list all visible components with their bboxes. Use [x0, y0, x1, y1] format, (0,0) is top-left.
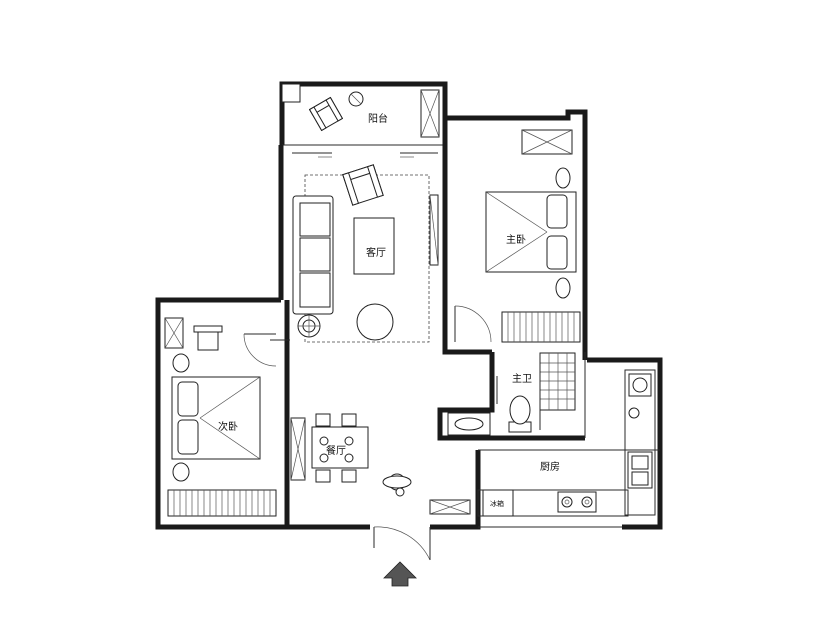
dining-furniture: 餐厅: [270, 339, 412, 497]
nightstand-icon: [172, 462, 190, 482]
kitchen-fixtures: 冰箱 厨房: [477, 369, 656, 517]
balcony-label: 阳台: [368, 112, 388, 125]
column-icon: [281, 83, 301, 103]
nightstand-icon: [172, 353, 190, 373]
chair-icon: [341, 413, 357, 427]
ottoman-icon: [356, 303, 394, 341]
fridge-label: 冰箱: [490, 499, 504, 508]
master-bedroom-furniture: 主卧: [454, 129, 581, 343]
living-room-label: 客厅: [366, 246, 386, 259]
nightstand-icon: [555, 167, 571, 189]
master-bath-label: 主卫: [512, 373, 532, 385]
washer-icon: [628, 373, 652, 397]
entry: [373, 499, 471, 587]
person-icon: [382, 473, 412, 497]
second-bedroom-furniture: 次卧: [164, 317, 277, 517]
chair-icon: [197, 329, 219, 351]
chair-icon: [315, 413, 331, 427]
entry-arrow-icon: [383, 561, 417, 587]
kitchen-label: 厨房: [540, 460, 560, 473]
master-bath-fixtures: 主卫: [447, 352, 576, 436]
master-bedroom-label: 主卧: [506, 233, 526, 246]
living-room-furniture: 客厅: [292, 164, 439, 343]
walls: [155, 81, 663, 530]
toilet-icon: [508, 395, 532, 433]
nightstand-icon: [555, 277, 571, 299]
balcony-furniture: [281, 83, 440, 158]
coffee-table-icon: [353, 217, 395, 275]
wardrobe-icon: [501, 311, 581, 343]
chair-icon: [341, 469, 357, 483]
dining-room-label: 餐厅: [326, 444, 346, 457]
sink-icon: [628, 407, 640, 419]
bed-icon: [485, 191, 577, 273]
bed-icon: [171, 376, 261, 460]
stove-icon: [557, 491, 597, 513]
chair-icon: [315, 469, 331, 483]
fridge-icon: [482, 489, 514, 517]
armchair-icon: [308, 96, 344, 132]
floor-lamp-icon: [297, 314, 321, 338]
shower-tiles: [539, 352, 576, 411]
kitchen-sink-icon: [627, 451, 653, 489]
second-bedroom-label: 次卧: [218, 420, 238, 433]
armchair-icon: [342, 164, 384, 206]
sofa-icon: [292, 195, 334, 315]
